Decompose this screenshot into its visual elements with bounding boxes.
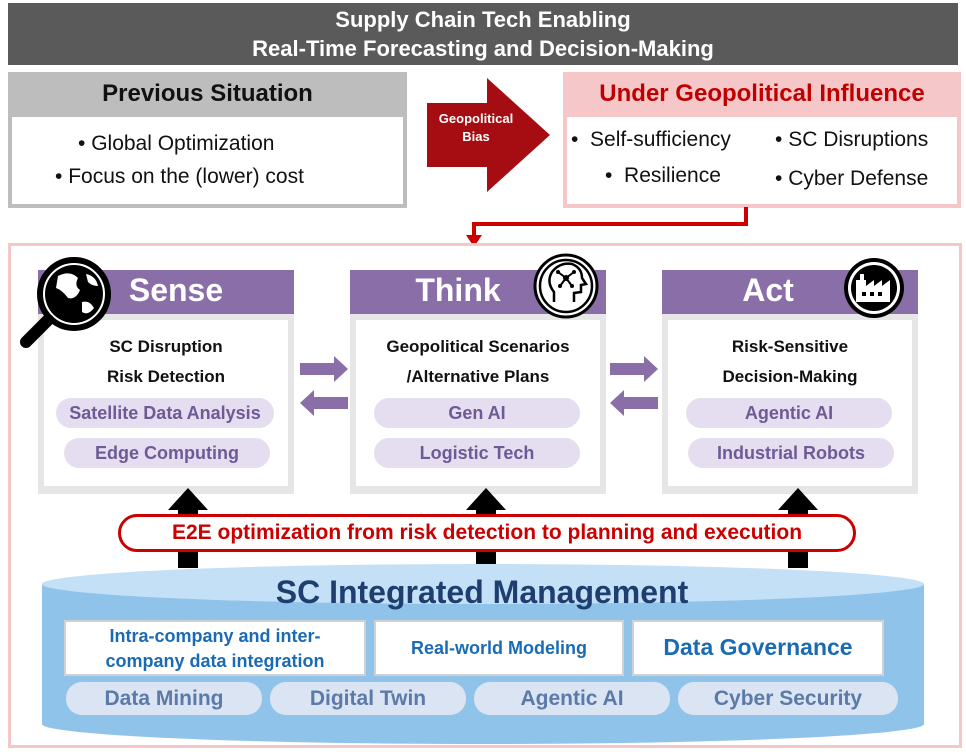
governance-card: Data Governance — [632, 620, 884, 676]
modeling-card: Real-world Modeling — [374, 620, 624, 676]
think-title: Geopolitical Scenarios /Alternative Plan… — [386, 337, 570, 386]
data-integration-card: Intra-company and inter- company data in… — [64, 620, 366, 676]
act-title: Risk-Sensitive Decision-Making — [722, 337, 858, 386]
pill-cyber-security: Cyber Security — [678, 682, 898, 715]
act-pill-robots: Industrial Robots — [688, 438, 894, 468]
pill-digital-twin: Digital Twin — [270, 682, 466, 715]
think-pill-genai: Gen AI — [374, 398, 580, 428]
geopolitical-influence-list: • Self-sufficiency • SC Disruptions • Re… — [567, 117, 957, 204]
e2e-optimization-banner: E2E optimization from risk detection to … — [118, 514, 856, 552]
sense-pill-edge: Edge Computing — [64, 438, 270, 468]
previous-situation-heading: Previous Situation — [102, 80, 313, 107]
sense-pill-satellite: Satellite Data Analysis — [56, 398, 274, 428]
title-line-1: Supply Chain Tech Enabling — [335, 7, 631, 32]
bias-arrow-label: Geopolitical Bias — [438, 111, 514, 144]
geopolitical-influence-heading: Under Geopolitical Influence — [599, 80, 925, 107]
geo-item-self-sufficiency: • Self-sufficiency — [571, 128, 731, 151]
title-line-2: Real-Time Forecasting and Decision-Makin… — [252, 36, 714, 61]
globe-magnifier-icon — [20, 257, 111, 348]
think-pill-logistic: Logistic Tech — [374, 438, 580, 468]
previous-item-1: • Global Optimization — [78, 132, 275, 155]
page-title: Supply Chain Tech Enabling Real-Time For… — [8, 3, 958, 65]
brain-head-icon — [533, 253, 599, 319]
think-act-arrows — [610, 356, 658, 416]
influence-connector-arrow — [466, 207, 748, 247]
factory-icon — [844, 258, 904, 318]
pill-data-mining: Data Mining — [66, 682, 262, 715]
sense-title: SC Disruption Risk Detection — [106, 337, 226, 386]
previous-situation-list: • Global Optimization • Focus on the (lo… — [12, 117, 403, 204]
geo-item-sc-disruptions: • SC Disruptions — [775, 128, 929, 151]
geopolitical-bias-arrow — [427, 78, 550, 192]
previous-item-2: • Focus on the (lower) cost — [55, 165, 304, 188]
sense-think-arrows — [300, 356, 348, 416]
integrated-management-title: SC Integrated Management — [275, 574, 689, 610]
pill-agentic-ai: Agentic AI — [474, 682, 670, 715]
act-pill-agentic: Agentic AI — [686, 398, 892, 428]
geo-item-cyber-defense: • Cyber Defense — [775, 167, 929, 190]
geo-item-resilience: • Resilience — [605, 164, 721, 187]
